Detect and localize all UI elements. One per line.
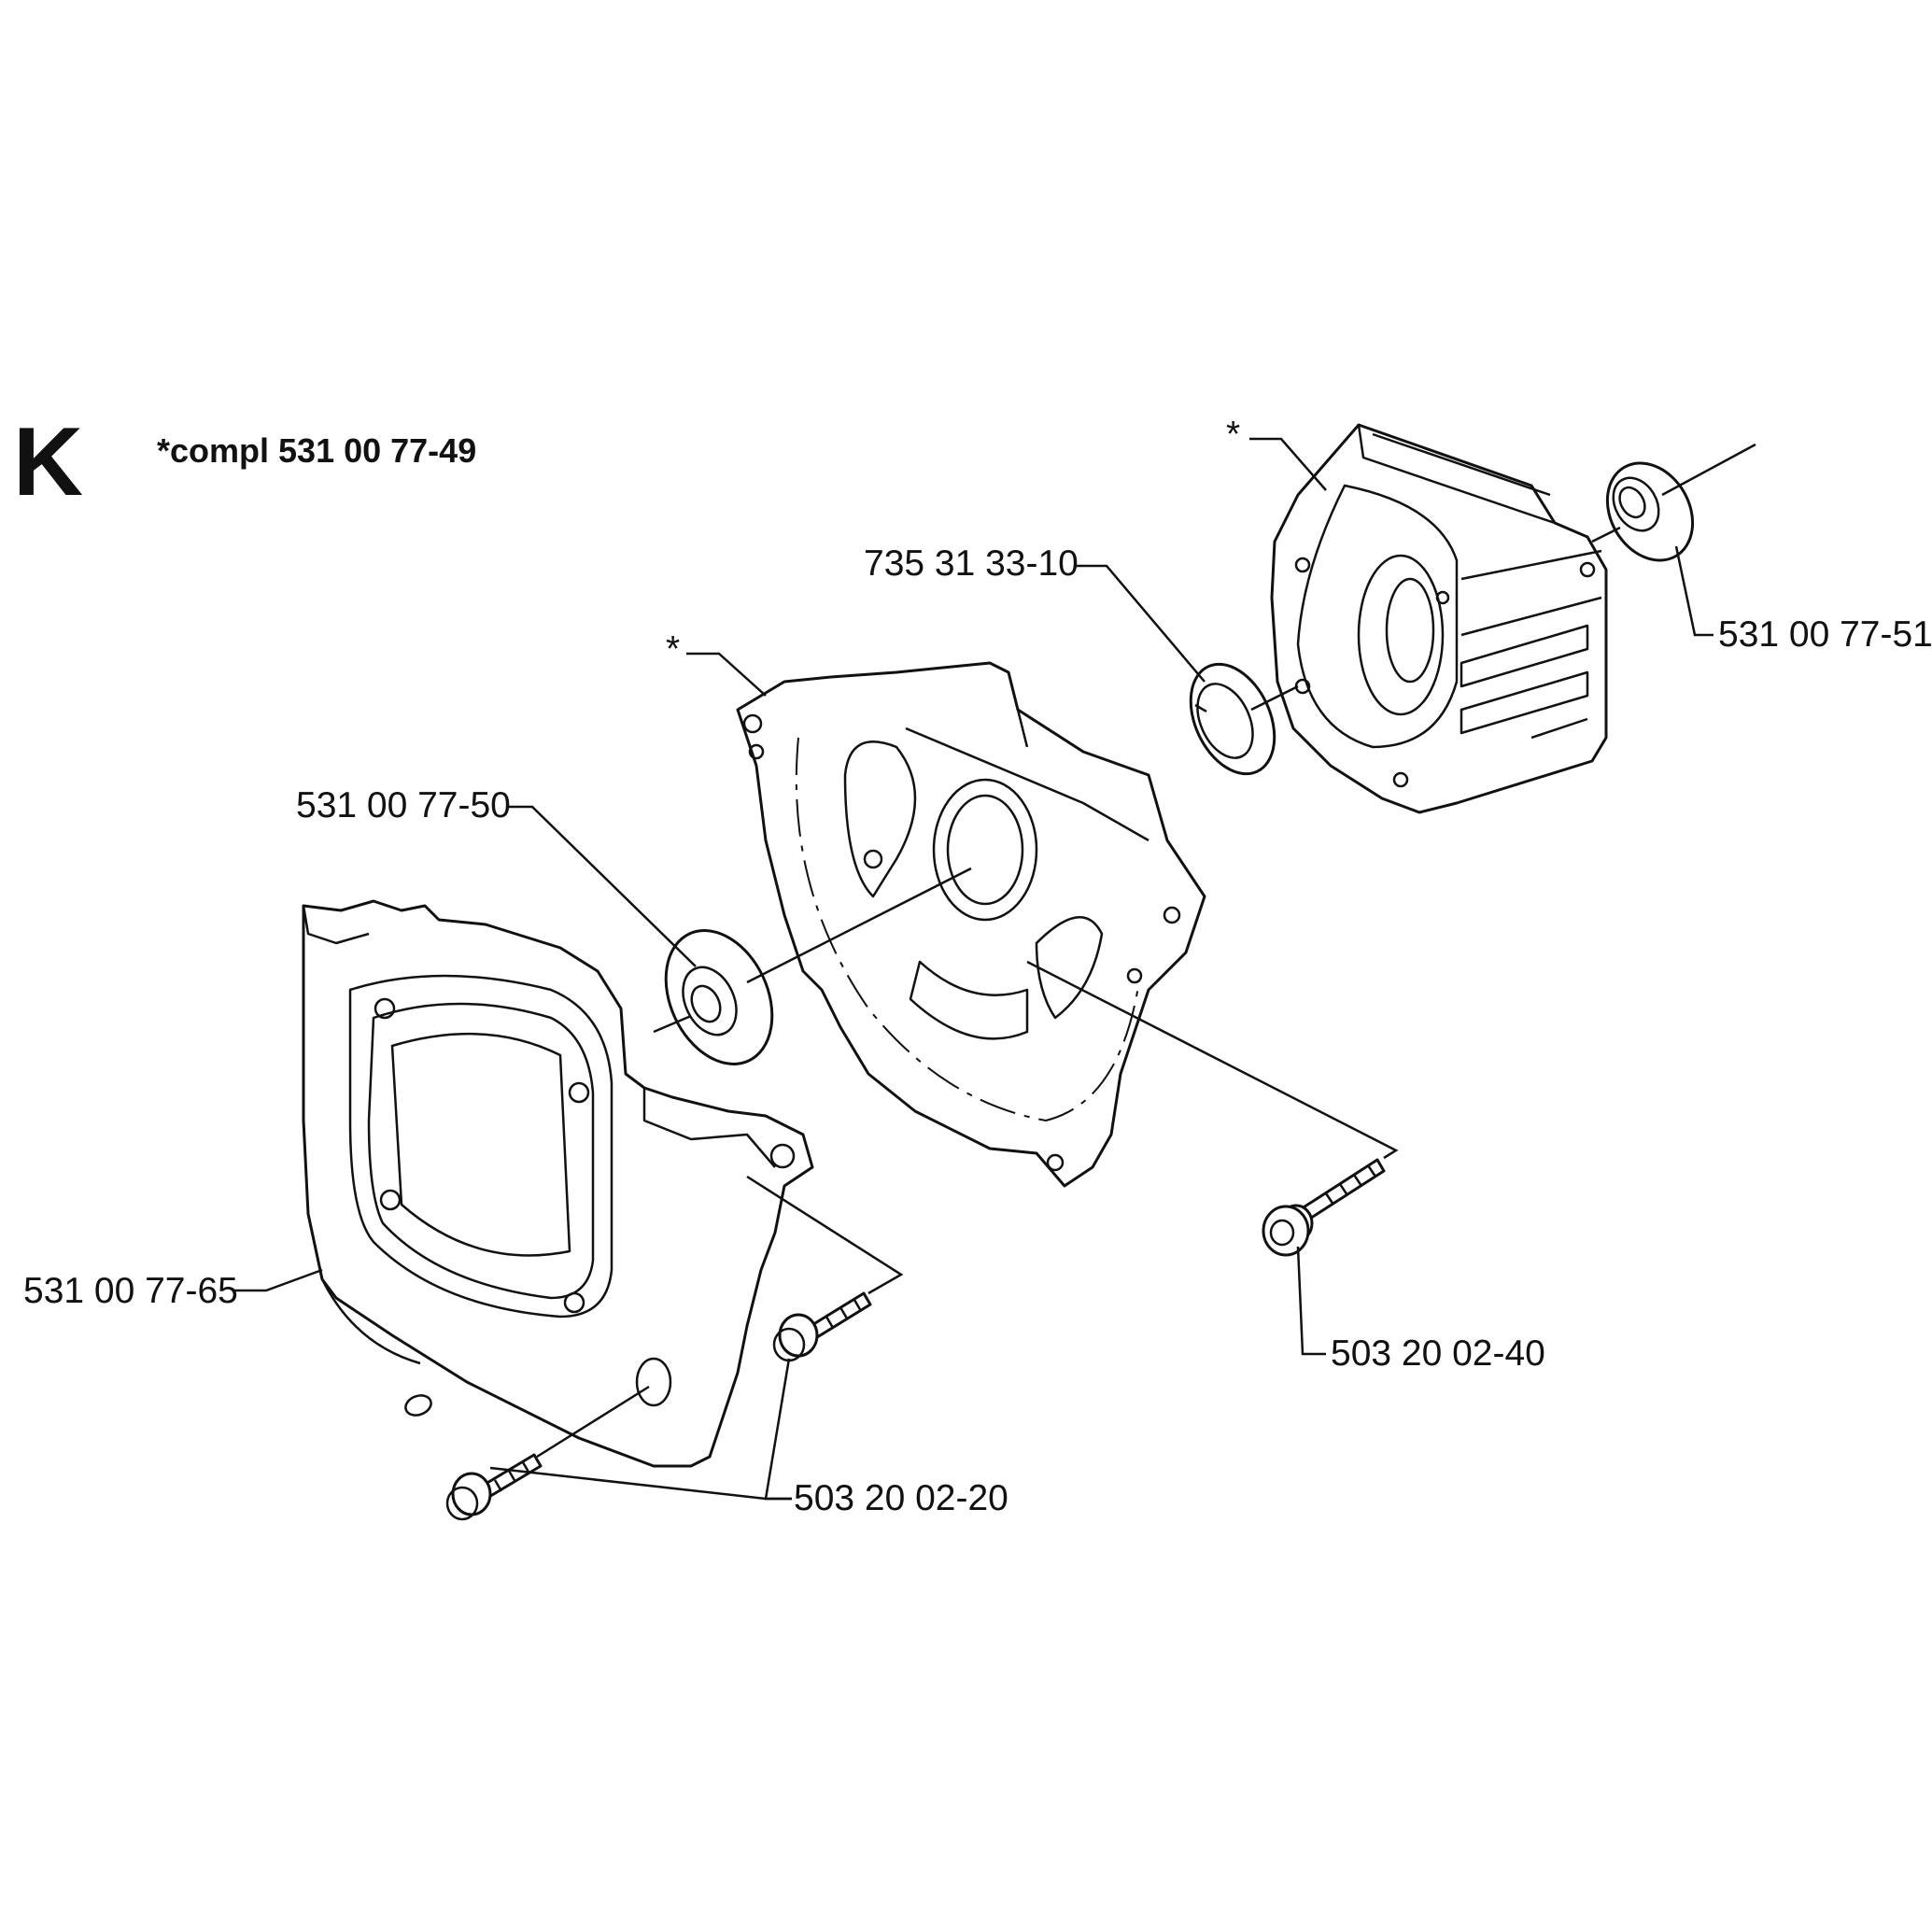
leader-asterisk-left [686,652,767,697]
axis-line-circlip [1250,684,1299,712]
label-seal-left: 531 00 77-50 [296,785,511,825]
section-letter: K [13,408,83,516]
crankcase-half-right [1270,423,1608,814]
leader-circlip [1074,564,1206,683]
axis-screw-mid [746,1175,904,1295]
oil-seal-right [1605,461,1695,562]
screw-long [1262,1158,1386,1257]
leader-screw-short-right [764,1358,792,1501]
crankcase-half-left [736,661,1206,1188]
axis-line-right-inner [1591,526,1621,543]
label-cover: 531 00 77-65 [23,1271,238,1311]
kit-note: *compl 531 00 77-49 [157,431,476,470]
axis-screw-left [536,1385,650,1459]
screw-short-right [772,1291,872,1362]
leader-cover [233,1268,323,1292]
crankcase-cover [302,899,814,1468]
leader-screw-short-left [489,1466,792,1501]
label-screw-long: 503 20 02-40 [1331,1333,1545,1374]
axis-line-left-outer [653,1014,692,1034]
axis-line-left-inner [746,867,972,984]
label-circlip: 735 31 33-10 [864,543,1079,584]
label-seal-right: 531 00 77-51 [1718,614,1932,655]
circlip [1189,662,1276,776]
axis-line-right [1661,443,1756,497]
label-screw-short: 503 20 02-20 [794,1478,1008,1518]
leader-seal-left [509,805,697,967]
leader-seal-right [1674,545,1713,637]
axis-screw-long [1026,960,1399,1160]
asterisk-marker-right: * [1226,415,1240,455]
leader-asterisk-right [1249,437,1327,491]
screw-short-left [445,1453,543,1521]
leader-screw-long [1296,1246,1326,1356]
asterisk-marker-left: * [666,629,680,670]
